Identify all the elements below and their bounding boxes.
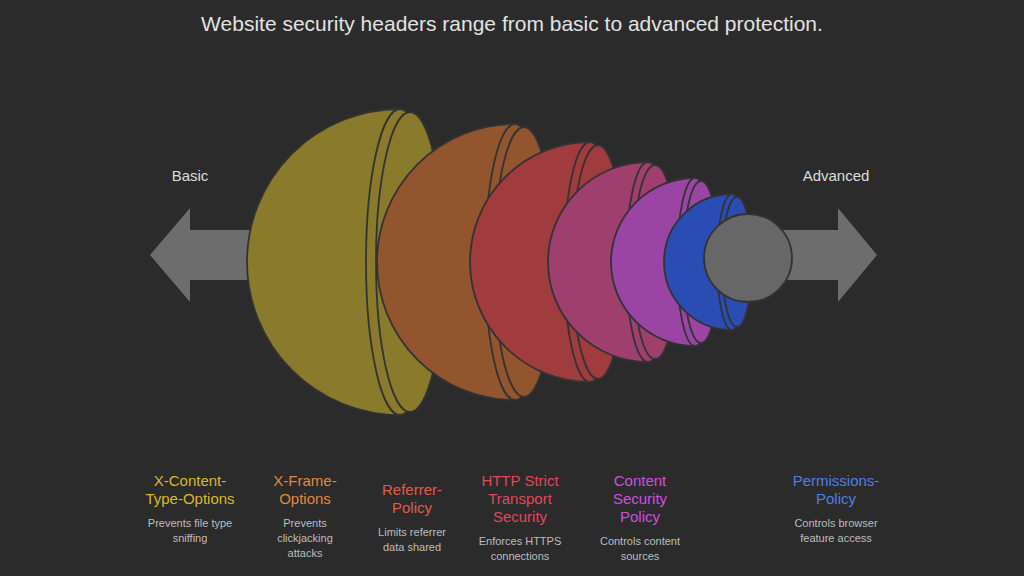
header-name: Permissions-Policy — [780, 472, 892, 508]
header-description: Controls browser feature access — [786, 516, 886, 546]
header-description: Prevents file type sniffing — [140, 516, 240, 546]
header-name: HTTP Strict Transport Security — [468, 472, 572, 526]
header-description: Enforces HTTPS connections — [472, 534, 568, 564]
header-name: X-Content-Type-Options — [139, 472, 241, 508]
axis-label: Basic — [130, 167, 250, 185]
axis-label: Advanced — [776, 167, 896, 185]
header-name: Referrer-Policy — [367, 481, 457, 517]
basic-arrow — [150, 208, 262, 302]
header-name: X-Frame-Options — [260, 472, 350, 508]
header-description: Prevents clickjacking attacks — [269, 516, 341, 561]
header-description: Limits referrer data shared — [367, 525, 457, 555]
core-sphere — [704, 214, 792, 302]
header-description: Controls content sources — [590, 534, 690, 564]
header-name: Content Security Policy — [592, 472, 688, 526]
nested-domes — [247, 109, 792, 415]
diagram-title: Website security headers range from basi… — [0, 10, 1024, 38]
